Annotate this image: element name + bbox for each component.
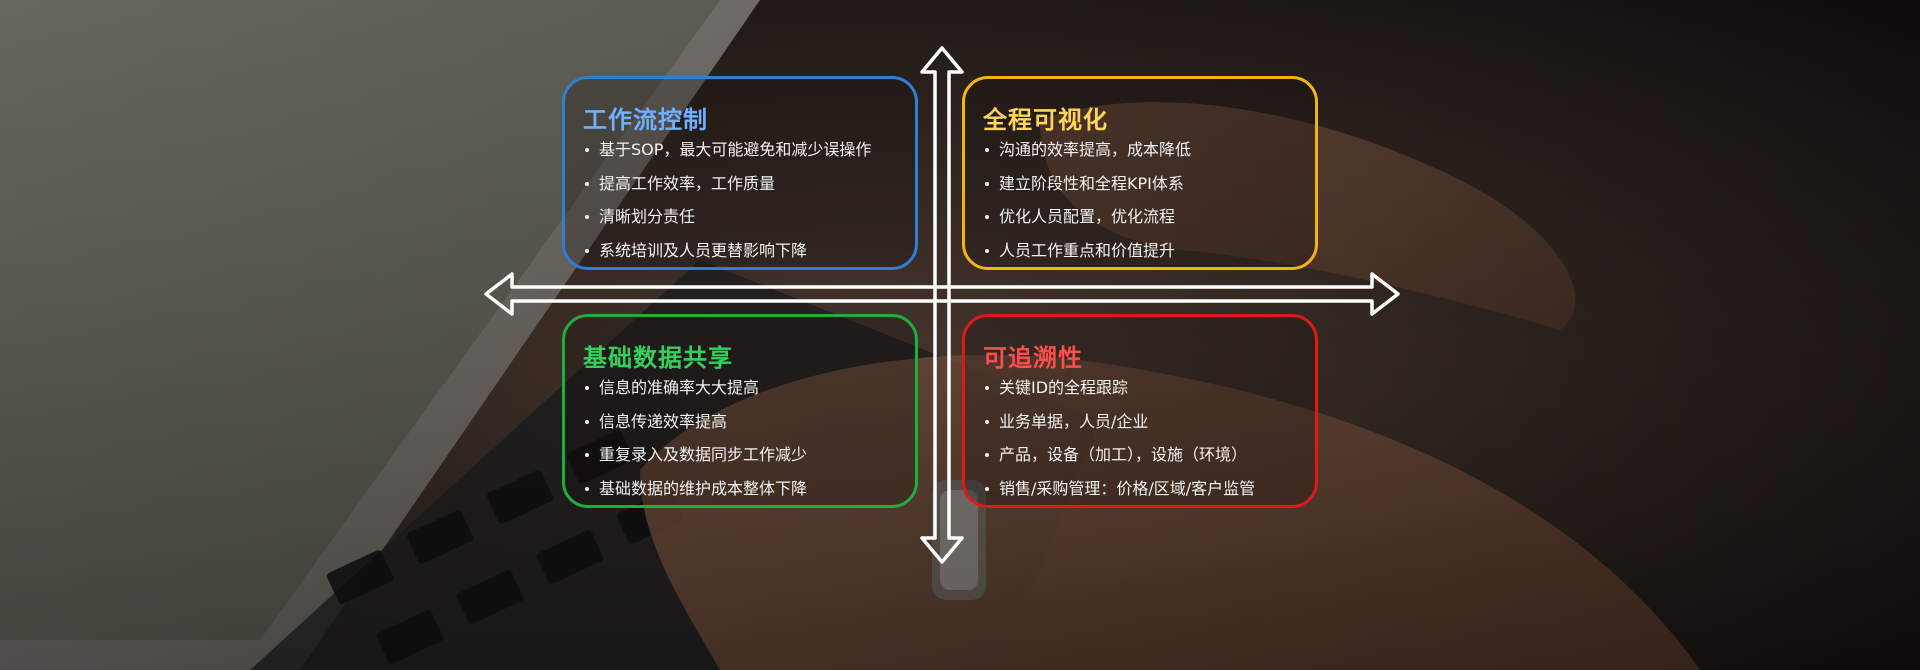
bullet-list: 信息的准确率大大提高 信息传递效率提高 重复录入及数据同步工作减少 基础数据的维…	[583, 378, 915, 512]
bullet-list: 关键ID的全程跟踪 业务单据，人员/企业 产品，设备（加工），设施（环境） 销售…	[983, 378, 1315, 512]
list-item: 清晰划分责任	[583, 207, 915, 241]
list-item: 关键ID的全程跟踪	[983, 378, 1315, 412]
list-item: 销售/采购管理：价格/区域/客户监管	[983, 479, 1315, 513]
list-item: 建立阶段性和全程KPI体系	[983, 174, 1315, 208]
quadrant-full-visibility: 全程可视化 沟通的效率提高，成本降低 建立阶段性和全程KPI体系 优化人员配置，…	[962, 76, 1318, 270]
list-item: 重复录入及数据同步工作减少	[583, 445, 915, 479]
list-item: 信息的准确率大大提高	[583, 378, 915, 412]
bullet-list: 基于SOP，最大可能避免和减少误操作 提高工作效率，工作质量 清晰划分责任 系统…	[583, 140, 915, 274]
quadrant-title: 工作流控制	[583, 105, 915, 135]
list-item: 基础数据的维护成本整体下降	[583, 479, 915, 513]
list-item: 产品，设备（加工），设施（环境）	[983, 445, 1315, 479]
list-item: 基于SOP，最大可能避免和减少误操作	[583, 140, 915, 174]
list-item: 信息传递效率提高	[583, 412, 915, 446]
list-item: 业务单据，人员/企业	[983, 412, 1315, 446]
quadrant-title: 可追溯性	[983, 343, 1315, 373]
bullet-list: 沟通的效率提高，成本降低 建立阶段性和全程KPI体系 优化人员配置，优化流程 人…	[983, 140, 1315, 274]
quadrant-traceability: 可追溯性 关键ID的全程跟踪 业务单据，人员/企业 产品，设备（加工），设施（环…	[962, 314, 1318, 508]
quadrant-title: 基础数据共享	[583, 343, 915, 373]
list-item: 提高工作效率，工作质量	[583, 174, 915, 208]
vertical-axis-arrow	[922, 48, 962, 562]
horizontal-axis-arrow	[486, 274, 1398, 314]
quadrant-shared-base-data: 基础数据共享 信息的准确率大大提高 信息传递效率提高 重复录入及数据同步工作减少…	[562, 314, 918, 508]
quadrant-title: 全程可视化	[983, 105, 1315, 135]
list-item: 优化人员配置，优化流程	[983, 207, 1315, 241]
list-item: 系统培训及人员更替影响下降	[583, 241, 915, 275]
list-item: 人员工作重点和价值提升	[983, 241, 1315, 275]
quadrant-workflow-control: 工作流控制 基于SOP，最大可能避免和减少误操作 提高工作效率，工作质量 清晰划…	[562, 76, 918, 270]
list-item: 沟通的效率提高，成本降低	[983, 140, 1315, 174]
